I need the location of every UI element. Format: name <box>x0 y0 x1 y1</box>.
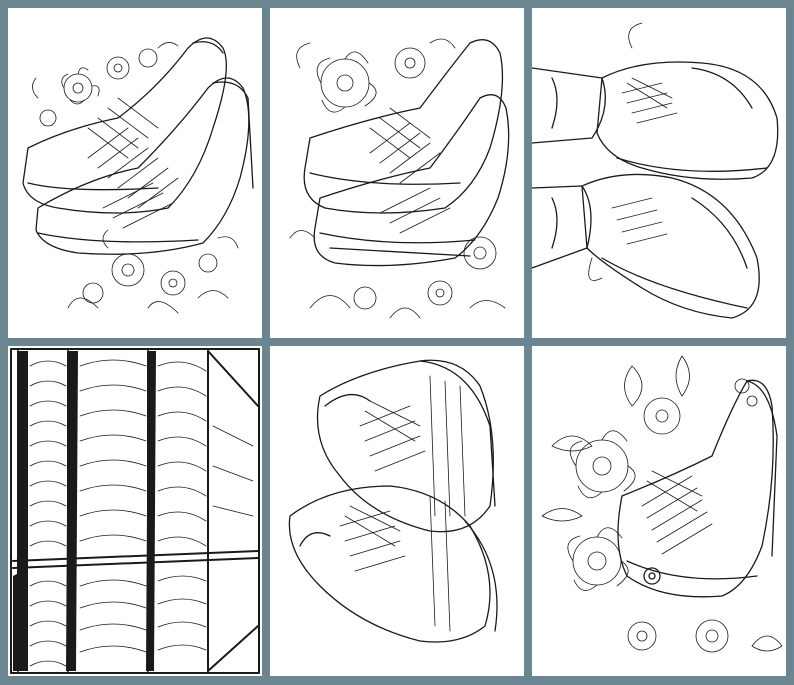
flower-cluster <box>32 42 179 127</box>
coloring-page-3[interactable] <box>532 8 786 338</box>
coloring-page-1[interactable] <box>8 8 262 338</box>
running-shoes-illustration <box>532 22 779 319</box>
sneaker-laces <box>87 97 179 229</box>
sneaker-front <box>313 94 510 267</box>
page-border <box>10 348 260 674</box>
sneakers-shelves-illustration <box>10 348 260 674</box>
flower-cluster-bottom <box>67 229 239 314</box>
leg-upper <box>532 67 606 269</box>
flower-cluster <box>296 38 456 113</box>
coloring-page-6[interactable] <box>532 346 786 676</box>
running-shoe-top <box>596 61 779 180</box>
leaves <box>541 355 783 652</box>
sneaker-back <box>22 37 227 214</box>
shoe-stack <box>29 359 254 667</box>
sneaker-front <box>35 77 254 255</box>
sneaker-bottom <box>288 485 498 643</box>
coloring-page-2[interactable] <box>270 8 524 338</box>
sneakers-flowers-illustration <box>289 38 510 319</box>
sneaker-laces <box>339 375 466 632</box>
pair-of-sneakers-illustration <box>288 359 498 643</box>
dark-columns <box>13 351 156 671</box>
shoe-laces <box>588 22 678 281</box>
coloring-page-4[interactable] <box>8 346 262 676</box>
sneaker-top <box>316 359 496 533</box>
sneaker-flowers-illustration <box>541 355 783 653</box>
sneakers-flowers-illustration <box>22 37 254 314</box>
flower-cluster <box>567 378 758 653</box>
sneaker-laces <box>369 107 451 234</box>
coloring-page-5[interactable] <box>270 346 524 676</box>
sneaker-back <box>303 39 504 214</box>
flower-cluster-bottom <box>289 230 506 319</box>
running-shoe-bottom <box>581 173 760 319</box>
shelf-frame <box>12 350 259 672</box>
sneaker-laces <box>641 470 713 555</box>
sneaker <box>617 379 778 598</box>
